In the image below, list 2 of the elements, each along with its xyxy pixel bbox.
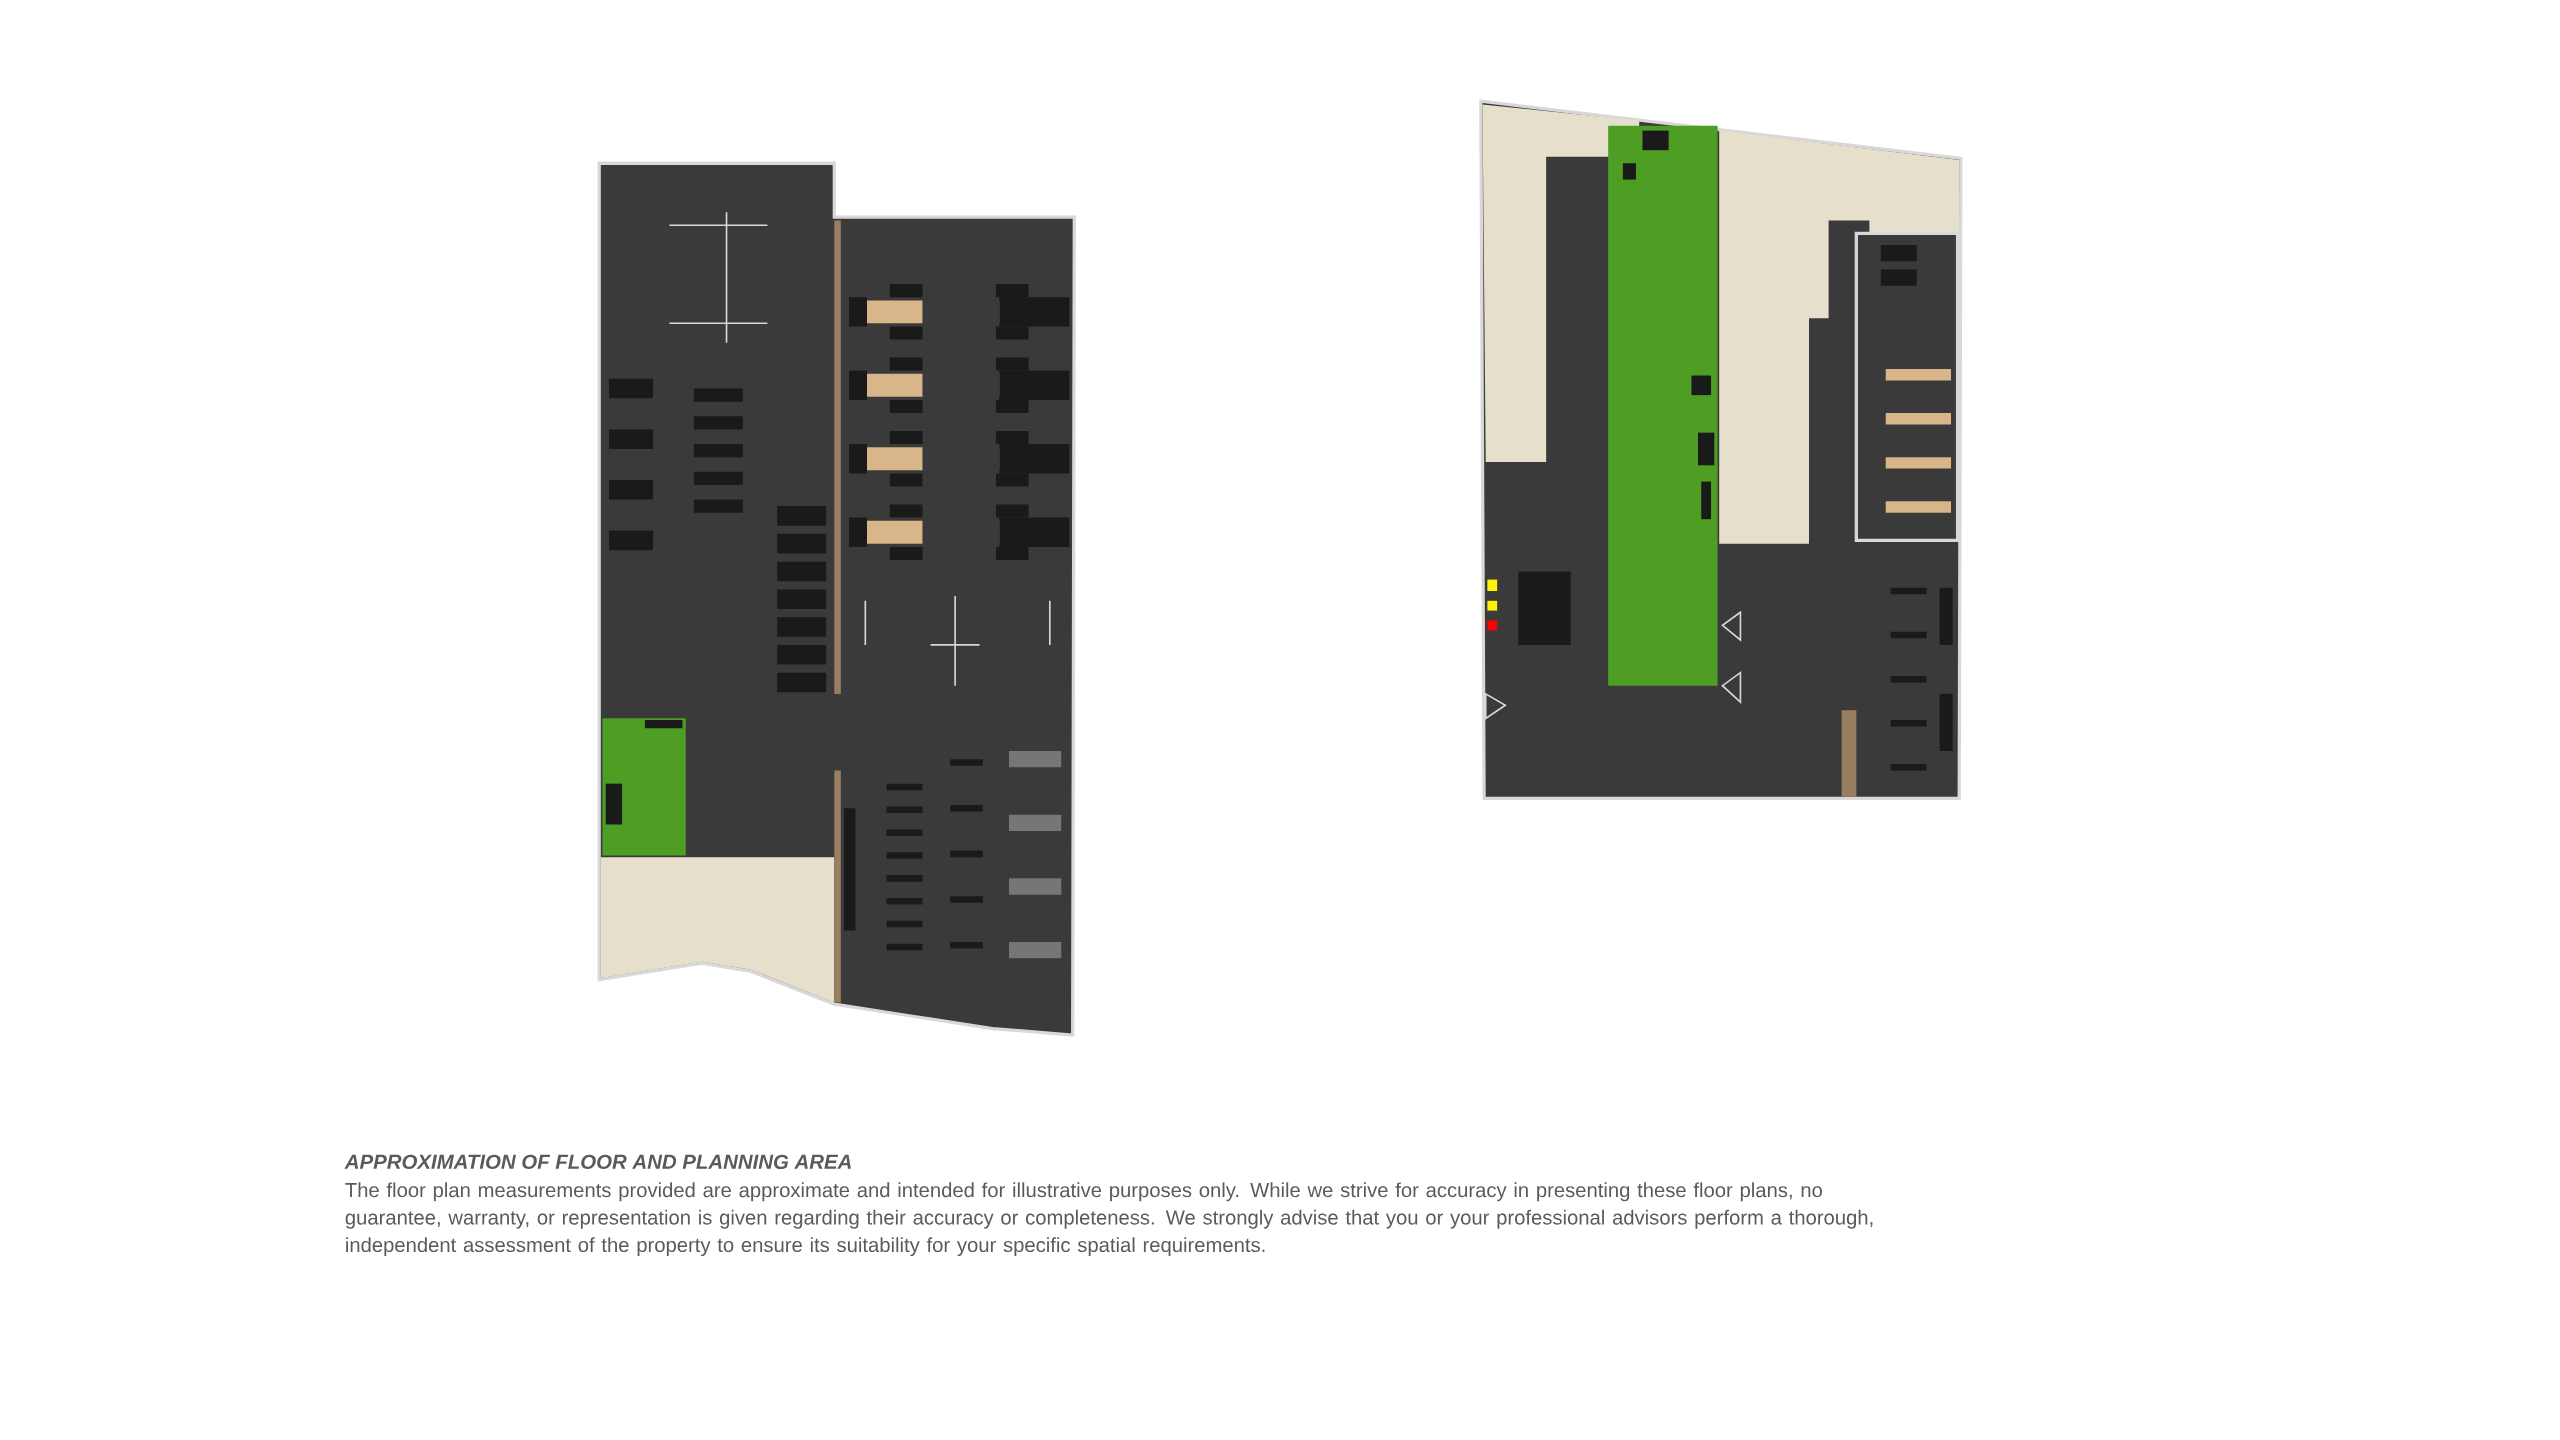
heading: APPROXIMATION OF FLOOR AND PLANNING AREA bbox=[344, 1154, 851, 1170]
disclaimer-paragraph: The floor plan measurements provided are approximate and intended for illustrative purposes only. While we strive for accuracy in presenting these floor plans, no guarantee, warranty, or representation is given regarding their accuracy or completeness. We strongly advise that you or your professional advisors perform a thorough, independent assessment of the property to ensure its suitability for your specific spatial requirements. bbox=[345, 1182, 1873, 1257]
